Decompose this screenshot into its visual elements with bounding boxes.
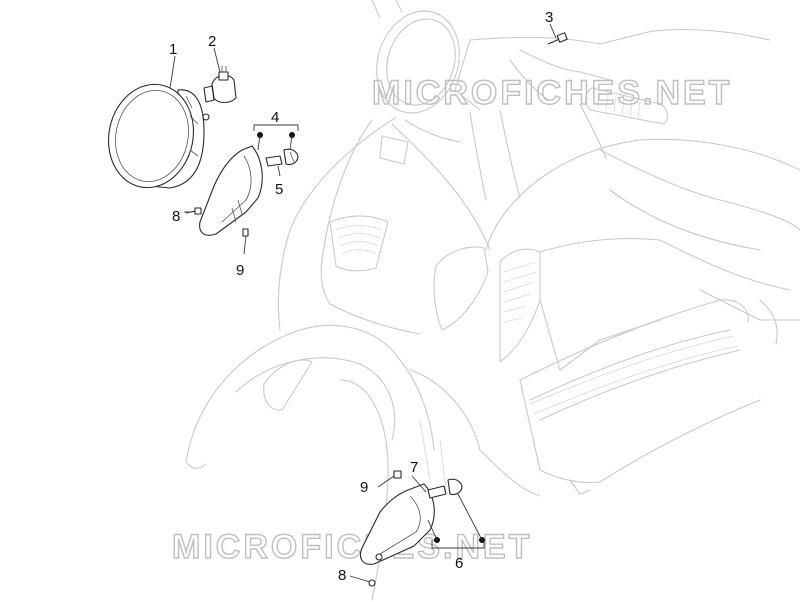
screw-part-3: [547, 32, 568, 45]
callout-8-bottom: 8: [338, 567, 346, 584]
callout-6: 6: [455, 555, 463, 572]
callout-9-bottom: 9: [360, 479, 368, 496]
watermark-top: MICROFICHES.NET: [372, 74, 732, 112]
callout-4: 4: [271, 109, 279, 126]
callout-7: 7: [410, 459, 418, 476]
callout-5: 5: [275, 181, 283, 198]
watermark-bottom: MICROFICHES.NET: [172, 528, 532, 566]
callout-8-top: 8: [172, 208, 180, 225]
fastener-9-bottom: [393, 470, 402, 479]
headlight-part: [107, 83, 210, 189]
leader-lines: [169, 23, 557, 583]
bulb-part: [203, 66, 237, 104]
callout-9-top: 9: [236, 262, 244, 279]
fastener-8-bottom: [368, 579, 376, 587]
callout-1: 1: [169, 41, 177, 58]
turn-signal-left-part: [199, 145, 299, 236]
callout-3: 3: [545, 9, 553, 26]
scooter-outline: [185, 0, 800, 601]
turn-signal-right-part: [359, 478, 463, 565]
callout-2: 2: [208, 33, 216, 50]
fastener-9-top: [242, 228, 249, 237]
fastener-8-top: [185, 207, 202, 215]
